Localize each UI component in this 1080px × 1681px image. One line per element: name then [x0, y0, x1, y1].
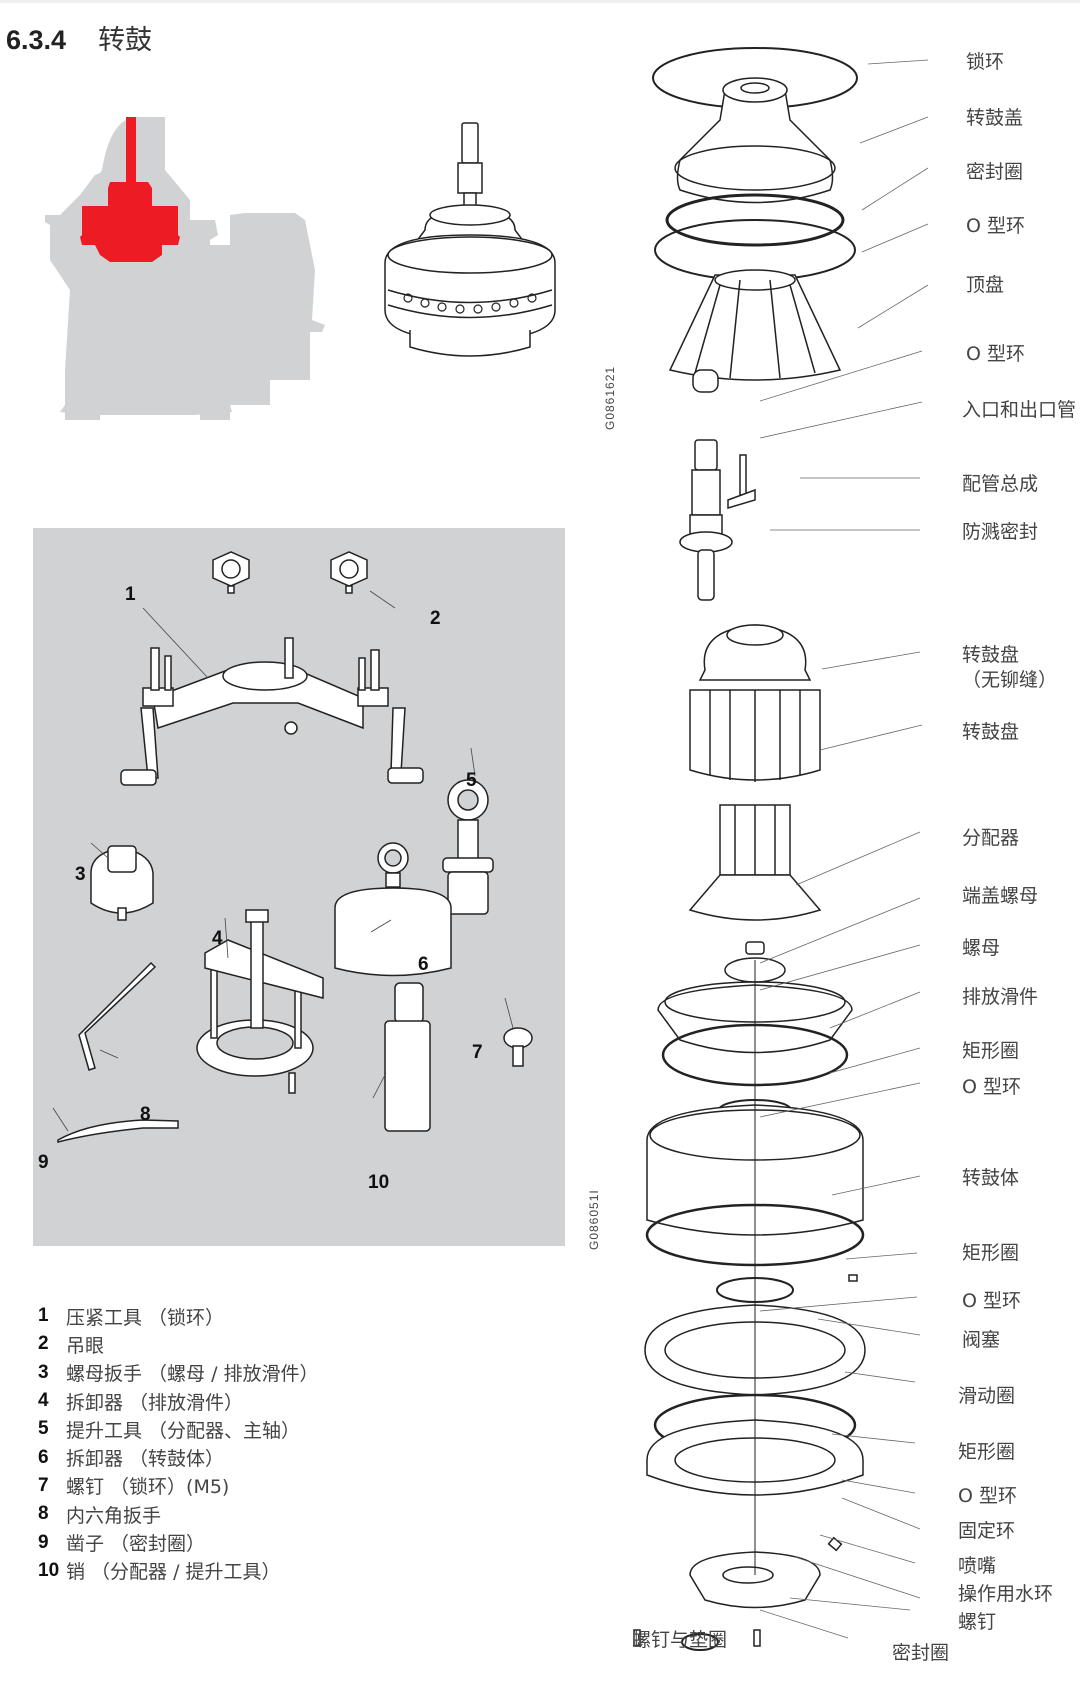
tool-leader-lines [52, 590, 514, 1132]
figure-id-bottom: G086051I [587, 1189, 601, 1250]
part-inlet-outlet-pipe [679, 439, 733, 601]
callout-valve-plug: 阀塞 [962, 1329, 1001, 1351]
part-screw [753, 1629, 761, 1647]
part-seal-ring-bottom [681, 1633, 719, 1651]
callout-screw-washer: 螺钉与垫圈 [632, 1629, 728, 1651]
tool-7-screw [503, 1027, 533, 1067]
callout-bowl-hood: 转鼓盖 [966, 107, 1024, 129]
callout-lock-ring: 锁环 [966, 51, 1005, 73]
callout-leaders [760, 59, 929, 1639]
part-nozzle [827, 1536, 843, 1552]
tool-number-10: 10 [368, 1172, 390, 1193]
tool-number-9: 9 [38, 1152, 49, 1173]
part-bowl-disc-no-rivet [698, 624, 812, 681]
machine-silhouette [45, 117, 325, 420]
tool-2-lifting-eye [212, 551, 368, 594]
bowl-highlight [80, 117, 180, 262]
callout-o-ring-4: O 型环 [962, 1290, 1021, 1312]
callout-distributor: 分配器 [962, 827, 1020, 849]
bowl-holes [403, 293, 537, 314]
section-title: 转鼓 [98, 25, 153, 56]
tool-number-1: 1 [125, 584, 136, 605]
tool-9-chisel [57, 1119, 179, 1143]
tool-number-6: 6 [418, 954, 429, 975]
tool-3-nut-wrench [90, 845, 154, 921]
assembled-bowl-drawing [384, 122, 556, 357]
callout-no-rivet-note: （无铆缝） [962, 669, 1058, 691]
callout-piping-assembly: 配管总成 [962, 473, 1039, 495]
tool-6-bowl-puller [334, 842, 452, 977]
part-bowl-hood [674, 77, 836, 204]
callout-rectangular-ring: 矩形圈 [962, 1040, 1020, 1062]
part-operating-water-ring [689, 1551, 821, 1609]
part-cap-nut [745, 941, 765, 955]
part-seal-ring [665, 193, 845, 247]
tool-1-tightening-tool [120, 637, 424, 786]
callout-operating-water-ring: 操作用水环 [958, 1583, 1054, 1605]
callout-o-ring: O 型环 [966, 215, 1025, 237]
tool-number-5: 5 [466, 770, 477, 791]
callout-rectangular-ring-2: 矩形圈 [962, 1242, 1020, 1264]
callout-nut: 螺母 [962, 937, 1001, 959]
tool-10-pin [384, 982, 431, 1132]
part-piping-assembly [727, 454, 756, 510]
tools-drawing [52, 551, 533, 1143]
section-number: 6.3.4 [6, 25, 67, 55]
callout-o-ring-2: O 型环 [966, 343, 1025, 365]
top-border [0, 0, 1080, 3]
tool-5-lifting-tool [442, 779, 494, 915]
tool-4-puller [196, 909, 324, 1094]
callout-o-ring-3: O 型环 [962, 1076, 1021, 1098]
part-top-disc [668, 269, 842, 381]
callout-bowl-disc: 转鼓盘 [962, 721, 1020, 743]
callout-top-disc: 顶盘 [966, 274, 1005, 296]
part-small-o-ring [692, 369, 719, 393]
legend-item: 9 凿子 （密封圈） [38, 1531, 206, 1556]
tool-number-4: 4 [212, 928, 223, 949]
callout-inlet-outlet-pipe: 入口和出口管 [962, 399, 1077, 421]
callout-seal-ring-bottom: 密封圈 [892, 1642, 950, 1664]
tool-8-hex-key [78, 961, 157, 1071]
part-valve-plug [848, 1274, 858, 1282]
callout-o-ring-5: O 型环 [958, 1485, 1017, 1507]
section-heading: 6.3.4 转鼓 [6, 18, 152, 57]
tool-number-8: 8 [140, 1104, 151, 1125]
part-distributor [688, 804, 822, 921]
callout-sliding-ring: 滑动圈 [958, 1385, 1016, 1407]
callout-fixed-ring: 固定环 [958, 1520, 1016, 1542]
tool-number-3: 3 [75, 864, 86, 885]
part-screw-washer [633, 1629, 641, 1647]
callout-seal-ring: 密封圈 [966, 161, 1024, 183]
callout-splash-seal: 防溅密封 [962, 521, 1039, 543]
callout-nozzle: 喷嘴 [958, 1555, 997, 1577]
tool-number-7: 7 [472, 1042, 483, 1063]
part-bowl-disc-stack [689, 689, 821, 782]
callout-discharge-slide: 排放滑件 [962, 986, 1039, 1008]
exploded-view-drawing [633, 47, 866, 1651]
machine-silhouette-figure [45, 117, 325, 420]
figure-id-top: G0861621 [603, 365, 617, 430]
tool-number-2: 2 [430, 608, 441, 629]
callout-bowl-body: 转鼓体 [962, 1167, 1020, 1189]
callout-screw: 螺钉 [958, 1611, 997, 1633]
callout-rectangular-ring-3: 矩形圈 [958, 1441, 1016, 1463]
callout-cap-nut: 端盖螺母 [962, 885, 1039, 907]
callout-bowl-disc-no-rivet: 转鼓盘 [962, 644, 1020, 666]
